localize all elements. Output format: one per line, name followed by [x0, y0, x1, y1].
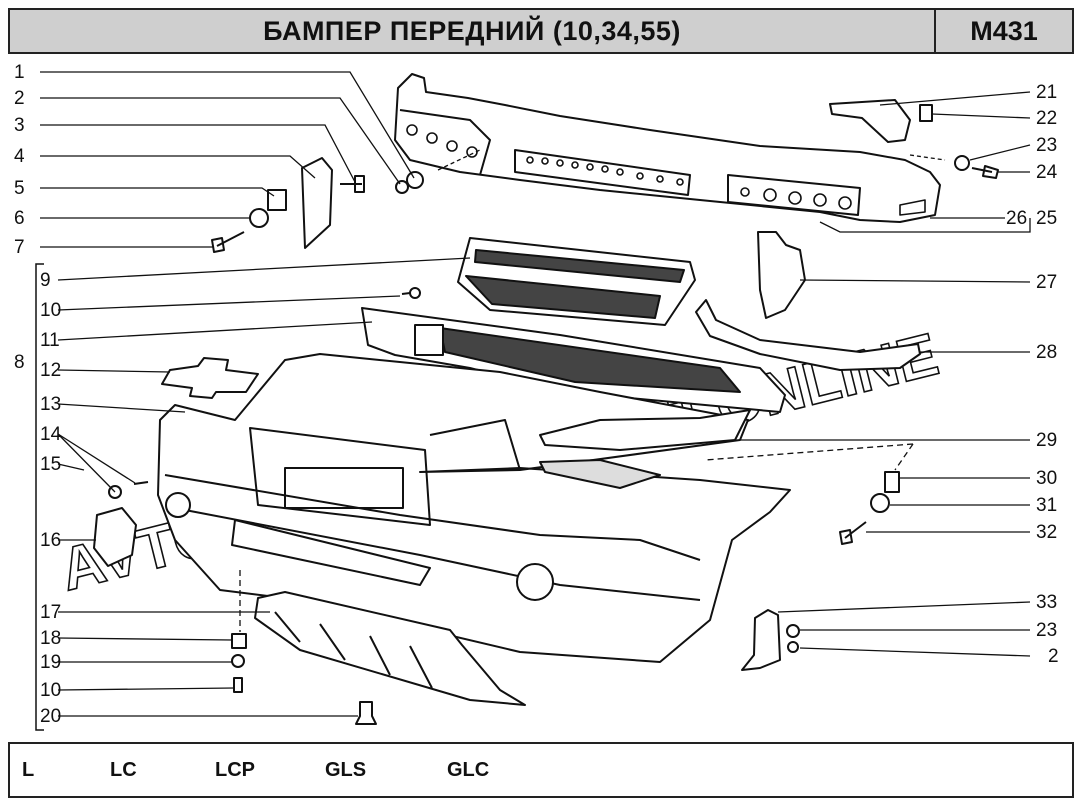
group-bracket — [35, 263, 44, 731]
left-callouts: 1 2 3 4 5 6 7 9 10 11 12 13 14 15 16 17 … — [14, 62, 62, 727]
callout-9: 9 — [40, 270, 51, 291]
callout-14: 14 — [40, 424, 62, 445]
callout-16: 16 — [40, 530, 61, 551]
diagram-code: M431 — [936, 8, 1074, 54]
clip-30 — [884, 471, 900, 493]
callout-2-b: 2 — [1048, 646, 1059, 667]
washer-1 — [406, 171, 424, 189]
washer-23 — [954, 155, 970, 171]
trim-glc: GLC — [447, 758, 490, 781]
callout-23: 23 — [1036, 135, 1057, 156]
callout-33: 33 — [1036, 592, 1057, 613]
molding-28 — [695, 299, 921, 371]
upper-grille-9 — [457, 237, 696, 326]
fog-lamp-cover-16 — [93, 507, 137, 567]
callout-24: 24 — [1036, 162, 1058, 183]
side-bracket-4 — [301, 157, 333, 249]
screw-14 — [133, 481, 149, 485]
callout-13: 13 — [40, 394, 61, 415]
deflector-29 — [539, 409, 751, 451]
fastener-20 — [355, 701, 377, 725]
screw-32 — [839, 521, 867, 545]
callout-30: 30 — [1036, 468, 1057, 489]
trim-levels: L LC LCP GLS GLC — [8, 742, 1074, 798]
callout-1: 1 — [14, 62, 25, 83]
callout-4: 4 — [14, 146, 25, 167]
nut-2-b — [787, 641, 799, 653]
callout-12: 12 — [40, 360, 61, 381]
callout-19: 19 — [40, 652, 61, 673]
callout-6: 6 — [14, 208, 25, 229]
clip-18 — [231, 633, 247, 649]
washer-6 — [249, 208, 269, 228]
clip-5 — [267, 189, 287, 211]
callout-10: 10 — [40, 300, 61, 321]
callout-11: 11 — [40, 330, 60, 351]
callout-17: 17 — [40, 602, 61, 623]
washer-23-b — [786, 624, 800, 638]
bumper-reinforcement-beam — [394, 73, 941, 223]
trim-l: L — [22, 758, 35, 781]
callout-26: 26 — [1006, 208, 1027, 229]
callout-31: 31 — [1036, 495, 1057, 516]
skid-plate-17 — [254, 591, 526, 706]
trim-gls: GLS — [325, 758, 367, 781]
callout-7: 7 — [14, 237, 25, 258]
clip-22 — [919, 104, 933, 122]
lower-grille-panel-11 — [361, 307, 786, 413]
callout-29: 29 — [1036, 430, 1057, 451]
leader-lines — [40, 71, 1031, 717]
trim-lcp: LCP — [215, 758, 255, 781]
callout-22: 22 — [1036, 108, 1057, 129]
header: БАМПЕР ПЕРЕДНИЙ (10,34,55) M431 — [8, 8, 1074, 54]
screw-7 — [211, 231, 245, 253]
callout-28: 28 — [1036, 342, 1057, 363]
callout-8: 8 — [14, 352, 25, 373]
bolt-24 — [971, 165, 999, 179]
callout-25: 25 — [1036, 208, 1057, 229]
callout-32: 32 — [1036, 522, 1057, 543]
page-title: БАМПЕР ПЕРЕДНИЙ (10,34,55) — [8, 8, 936, 54]
callout-5: 5 — [14, 178, 25, 199]
callout-15: 15 — [40, 454, 61, 475]
callout-2: 2 — [14, 88, 25, 109]
screw-10-head — [409, 287, 421, 299]
washer-19 — [231, 654, 245, 668]
callout-23-b: 23 — [1036, 620, 1057, 641]
callout-10-b: 10 — [40, 680, 61, 701]
bracket-33 — [741, 609, 781, 671]
side-bracket-27 — [757, 231, 806, 319]
callout-18: 18 — [40, 628, 61, 649]
screw-10-b — [233, 677, 243, 693]
nut-2 — [395, 180, 409, 194]
bolt-3 — [340, 175, 365, 193]
callout-27: 27 — [1036, 272, 1057, 293]
callout-21: 21 — [1036, 82, 1057, 103]
right-callouts: 21 22 23 24 26 25 27 28 29 30 31 32 33 2… — [1006, 82, 1059, 667]
callout-20: 20 — [40, 706, 61, 727]
trim-lc: LC — [110, 758, 137, 781]
upper-bracket-21 — [829, 99, 911, 143]
washer-31 — [870, 493, 890, 513]
emblem-12 — [161, 357, 259, 399]
callout-3: 3 — [14, 115, 25, 136]
